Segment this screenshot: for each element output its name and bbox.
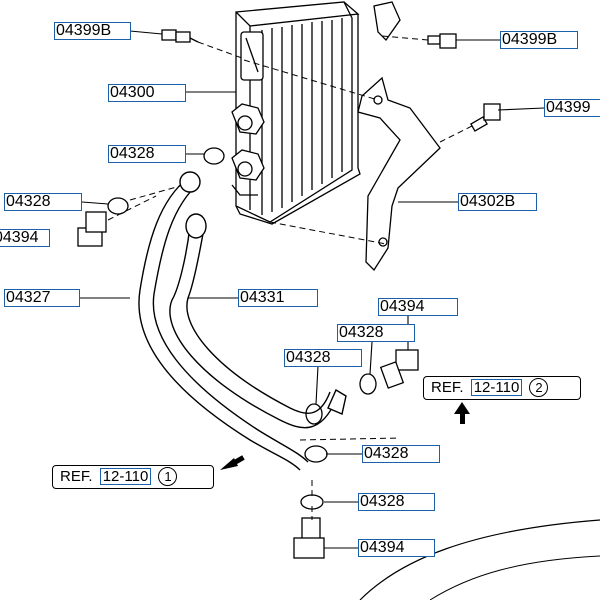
ref-arrow-2 — [454, 402, 470, 424]
part-label-04328-e: 04328 — [362, 445, 440, 463]
dashed-connectors — [107, 35, 473, 520]
ref-index-circle: 2 — [529, 378, 549, 397]
ref-arrow-1 — [220, 455, 245, 470]
reference-box-2[interactable]: REF. 12-110 2 — [423, 376, 581, 400]
bracket — [357, 1, 441, 272]
bolt-04394-bottom — [293, 517, 325, 559]
ref-number: 12-110 — [470, 379, 523, 396]
washer-04328-c — [359, 373, 377, 395]
oil-cooler — [231, 1, 361, 225]
part-label-04302b: 04302B — [458, 193, 537, 211]
part-label-04394-mid: 04394 — [378, 298, 458, 316]
ref-prefix: REF. — [431, 379, 464, 396]
part-label-04399b-left: 04399B — [54, 22, 131, 40]
part-label-04394-bottom: 04394 — [358, 539, 435, 557]
washer-04328-b — [107, 197, 129, 215]
part-label-04328-c: 04328 — [337, 324, 415, 342]
hose-04327 — [138, 171, 309, 471]
bolt-04394-mid — [379, 349, 419, 389]
part-label-04394-left: 04394 — [0, 229, 50, 247]
hose-04331 — [169, 213, 347, 429]
part-label-04300: 04300 — [108, 84, 186, 102]
engine-outline — [359, 519, 600, 600]
part-label-04399-right: 04399 — [544, 99, 600, 117]
bolt-04399b-right — [427, 33, 457, 49]
bolt-04399-right — [470, 103, 501, 132]
washer-04328-a — [203, 147, 225, 165]
leader-lines — [80, 30, 545, 549]
part-label-04327: 04327 — [4, 289, 80, 307]
reference-box-1[interactable]: REF. 12-110 1 — [52, 465, 214, 489]
washer-04328-e — [304, 445, 328, 463]
ref-prefix: REF. — [60, 468, 93, 485]
part-label-04328-a: 04328 — [108, 145, 186, 163]
part-label-04328-f: 04328 — [358, 493, 435, 511]
ref-number: 12-110 — [99, 468, 152, 485]
drain-plug-04394-left — [77, 211, 107, 247]
ref-index-circle: 1 — [158, 467, 178, 486]
part-label-04331: 04331 — [238, 289, 318, 307]
part-label-04328-d: 04328 — [284, 349, 362, 367]
part-label-04399b-right: 04399B — [500, 31, 578, 49]
washer-04328-d — [305, 403, 323, 425]
bolt-04399b-left — [161, 29, 199, 43]
part-label-04328-b: 04328 — [4, 193, 82, 211]
